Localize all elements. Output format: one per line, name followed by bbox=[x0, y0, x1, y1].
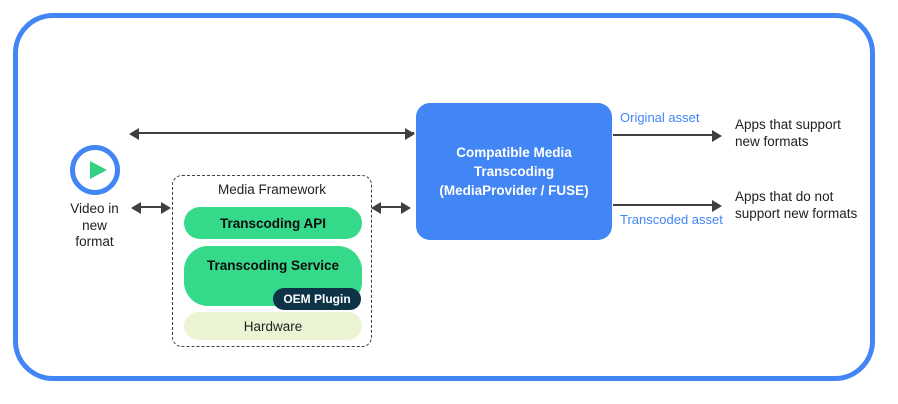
apps-support-new-formats-label: Apps that support new formats bbox=[735, 117, 841, 149]
play-circle-icon bbox=[69, 145, 120, 195]
arrow-top-head-right-icon bbox=[405, 128, 415, 140]
arrow-top-head-left-icon bbox=[129, 128, 139, 140]
arrow-top-line bbox=[136, 132, 414, 134]
media-framework-container: Media Framework Transcoding API Transcod… bbox=[172, 175, 372, 347]
oem-plugin-badge: OEM Plugin bbox=[273, 288, 361, 310]
arrow-transcoded-asset-head-icon bbox=[712, 200, 722, 212]
video-source-label: Video in new format bbox=[70, 201, 119, 249]
play-triangle-icon bbox=[89, 161, 107, 179]
arrow-framework-cmt-head-right-icon bbox=[401, 202, 411, 214]
arrow-source-framework-head-left-icon bbox=[131, 202, 141, 214]
arrow-source-framework-head-right-icon bbox=[161, 202, 171, 214]
arrow-framework-cmt-head-left-icon bbox=[371, 202, 381, 214]
arrow-original-asset-line bbox=[613, 134, 715, 136]
arrow-transcoded-asset-line bbox=[613, 204, 715, 206]
original-asset-label: Original asset bbox=[620, 110, 700, 125]
video-source-group: Video in new format bbox=[47, 145, 142, 251]
media-framework-title: Media Framework bbox=[217, 182, 327, 197]
apps-no-support-new-formats-label: Apps that do not support new formats bbox=[735, 189, 858, 221]
layer-hardware: Hardware bbox=[184, 312, 362, 340]
arrow-framework-cmt-line bbox=[379, 206, 407, 208]
compatible-media-transcoding-box: Compatible Media Transcoding (MediaProvi… bbox=[416, 103, 612, 240]
layer-transcoding-api: Transcoding API bbox=[184, 207, 362, 239]
arrow-original-asset-head-icon bbox=[712, 130, 722, 142]
transcoded-asset-label: Transcoded asset bbox=[620, 212, 723, 227]
outer-frame-border bbox=[13, 13, 875, 381]
arrow-source-framework-line bbox=[139, 206, 167, 208]
